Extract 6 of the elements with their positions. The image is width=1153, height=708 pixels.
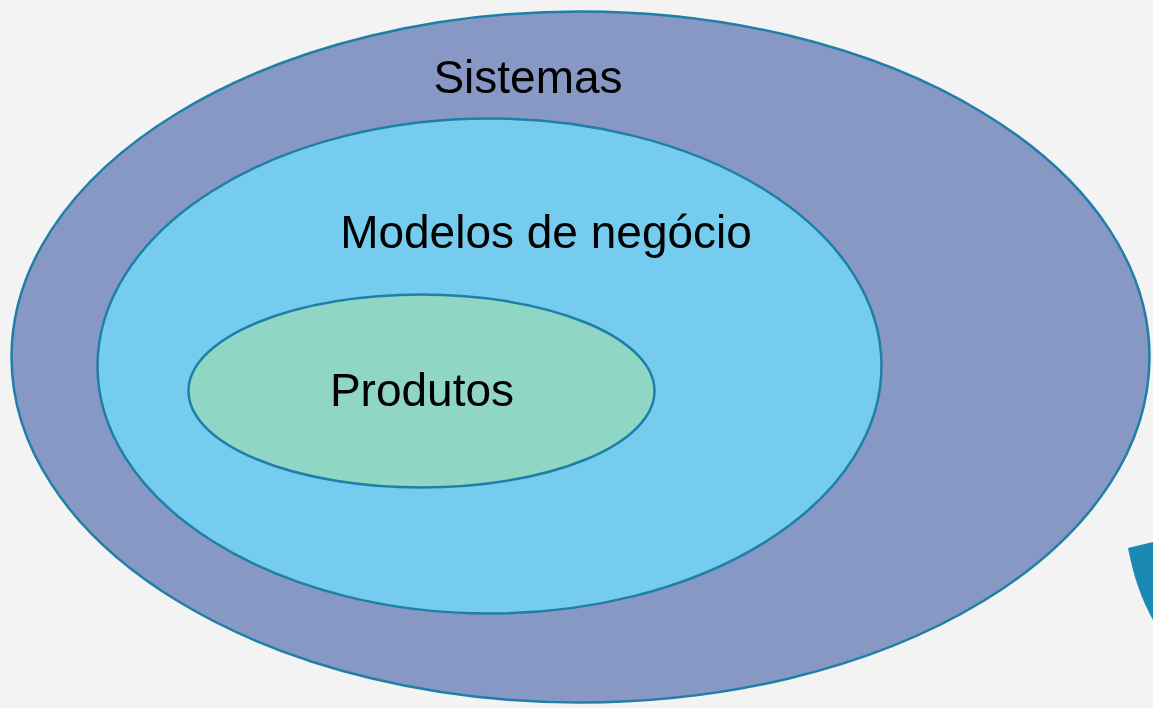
node-label: Modelos de negócio: [340, 207, 752, 258]
node-label: Sistemas: [433, 52, 623, 103]
ellipse-node: [10, 10, 1151, 704]
ellipse-node: [96, 117, 883, 615]
node-label: Produtos: [329, 365, 515, 416]
ellipse-node: [187, 293, 656, 489]
